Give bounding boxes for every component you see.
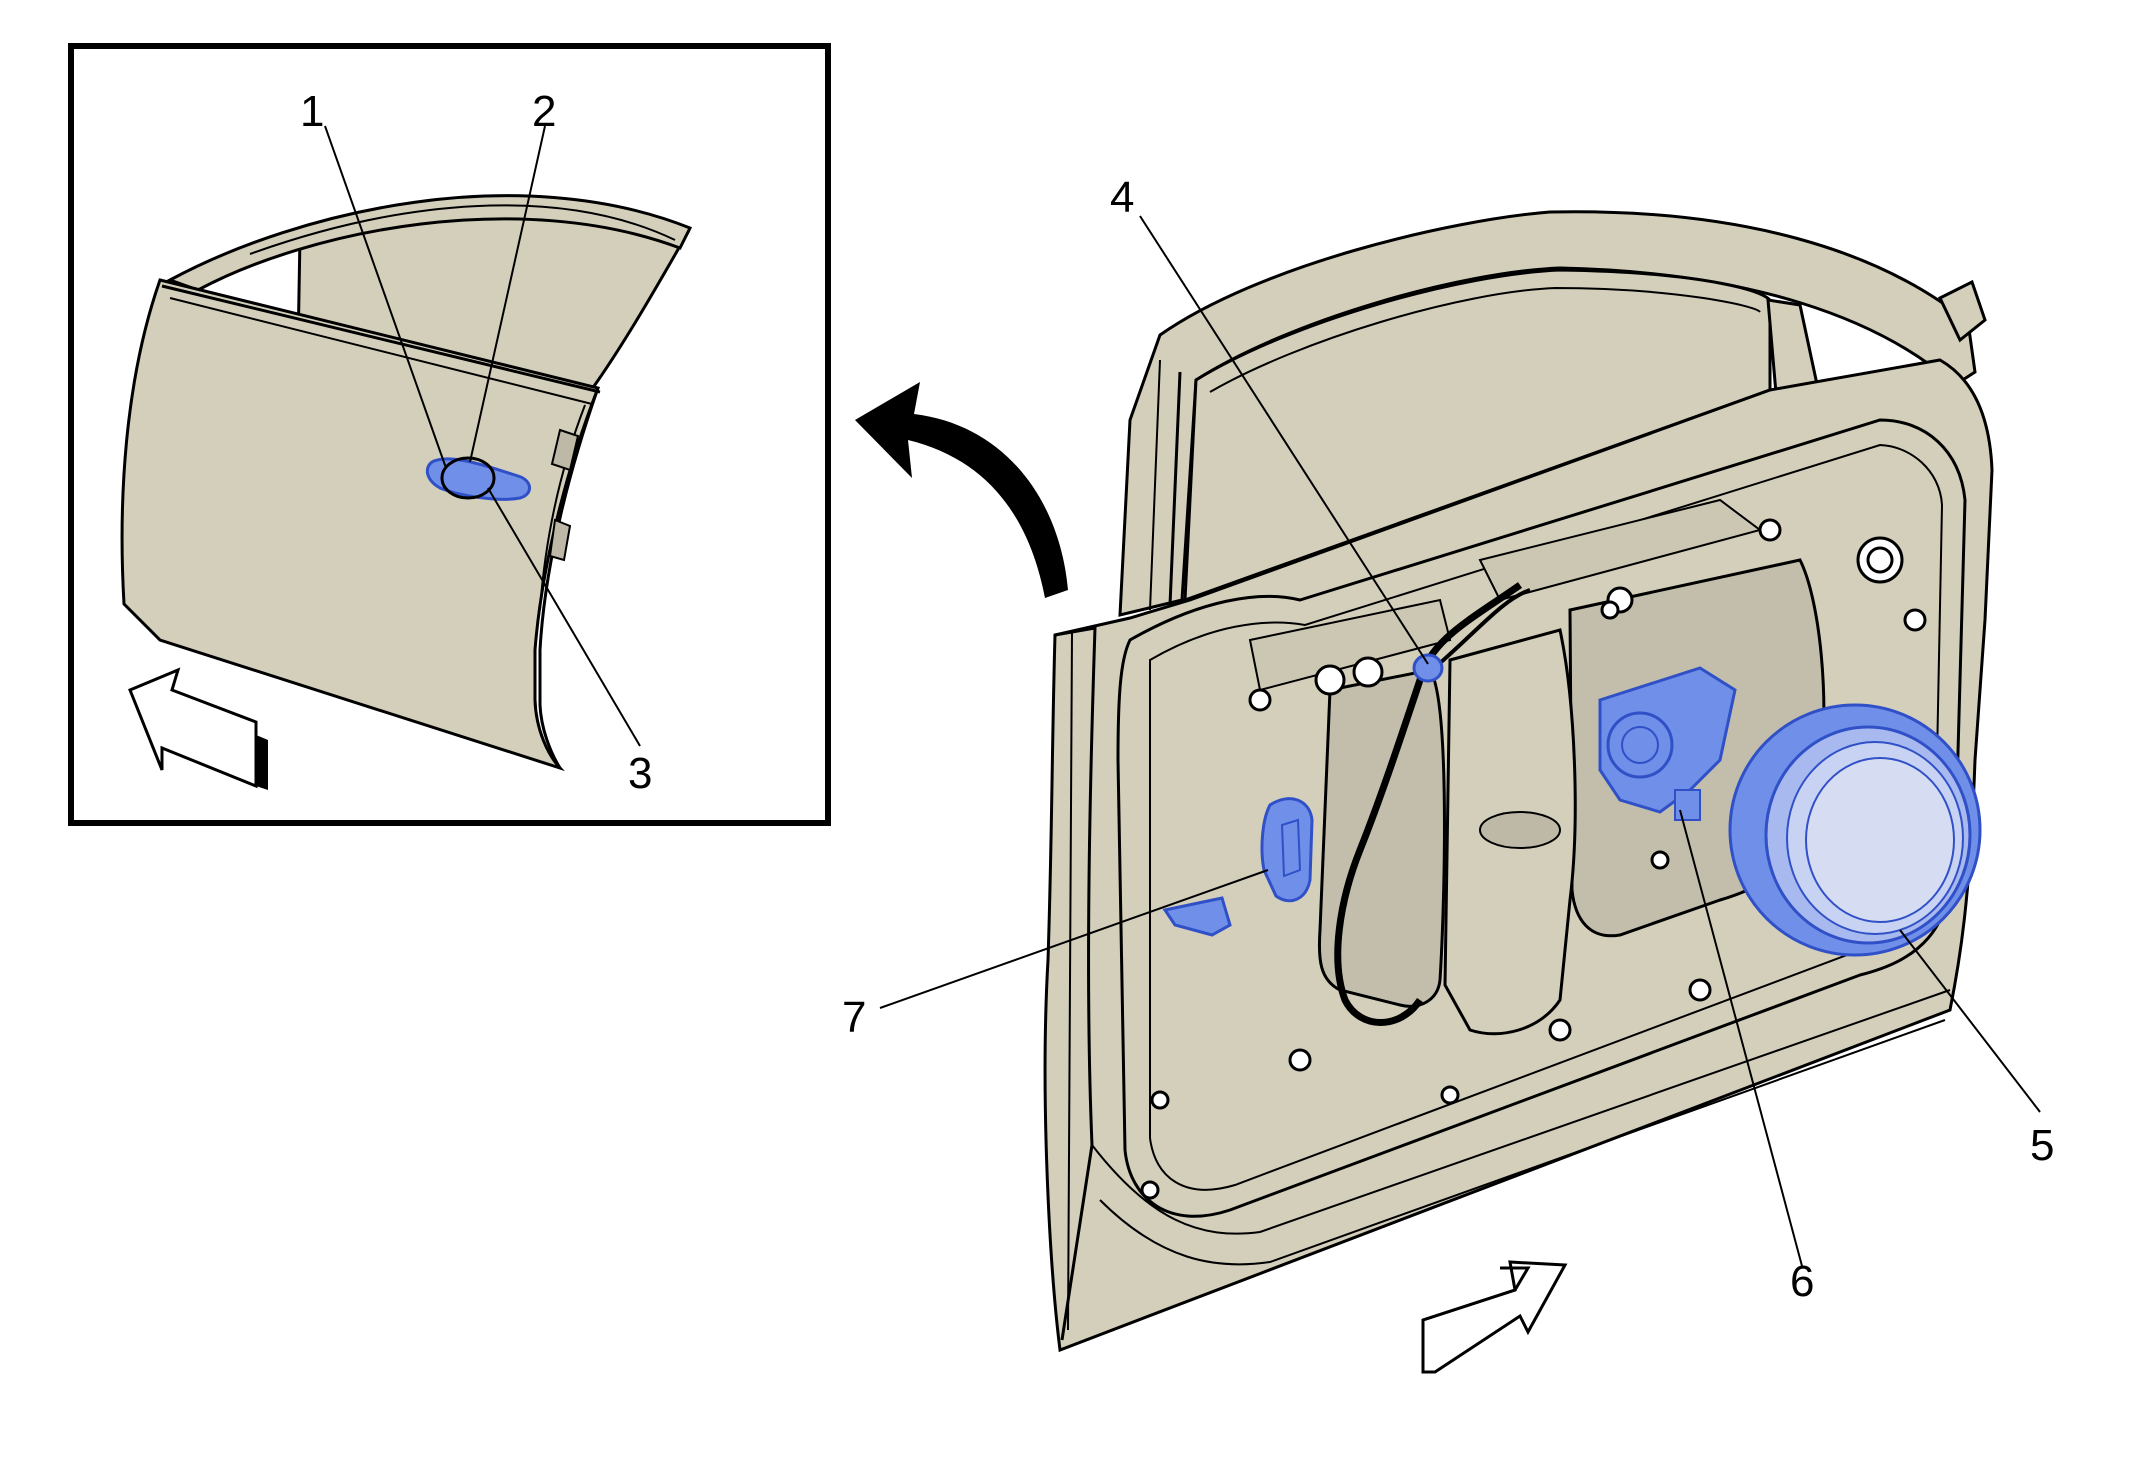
callout-5: 5 xyxy=(2030,1121,2054,1170)
mounting-holes xyxy=(1140,518,1927,1200)
callout-1: 1 xyxy=(300,87,324,136)
door-latch-bracket xyxy=(1260,797,1314,903)
callout-4: 4 xyxy=(1110,173,1134,222)
door-inner-panel-view: 4 5 6 7 xyxy=(842,173,2054,1374)
callout-3: 3 xyxy=(628,749,652,798)
forward-direction-arrow-icon-main xyxy=(1421,1260,1568,1374)
forward-direction-arrow-icon xyxy=(128,667,268,790)
lock-rod-clip xyxy=(1162,896,1232,937)
access-opening-left xyxy=(1317,668,1446,1008)
inset-exterior-view: 1 2 3 xyxy=(68,43,831,826)
callout-7: 7 xyxy=(842,993,866,1042)
inset-handle-bezel xyxy=(440,456,496,500)
callout-6: 6 xyxy=(1790,1257,1814,1306)
door-speaker xyxy=(1728,703,1982,957)
callout-2: 2 xyxy=(532,87,556,136)
inset-door-skin xyxy=(120,278,601,772)
inset-transition-arrow-icon xyxy=(855,382,1068,598)
wiring-harness xyxy=(1334,582,1523,1026)
inset-door-handle xyxy=(425,457,531,501)
inset-window-frame xyxy=(166,194,693,292)
window-opening xyxy=(1183,268,1773,603)
wiring-connector xyxy=(1412,653,1444,683)
